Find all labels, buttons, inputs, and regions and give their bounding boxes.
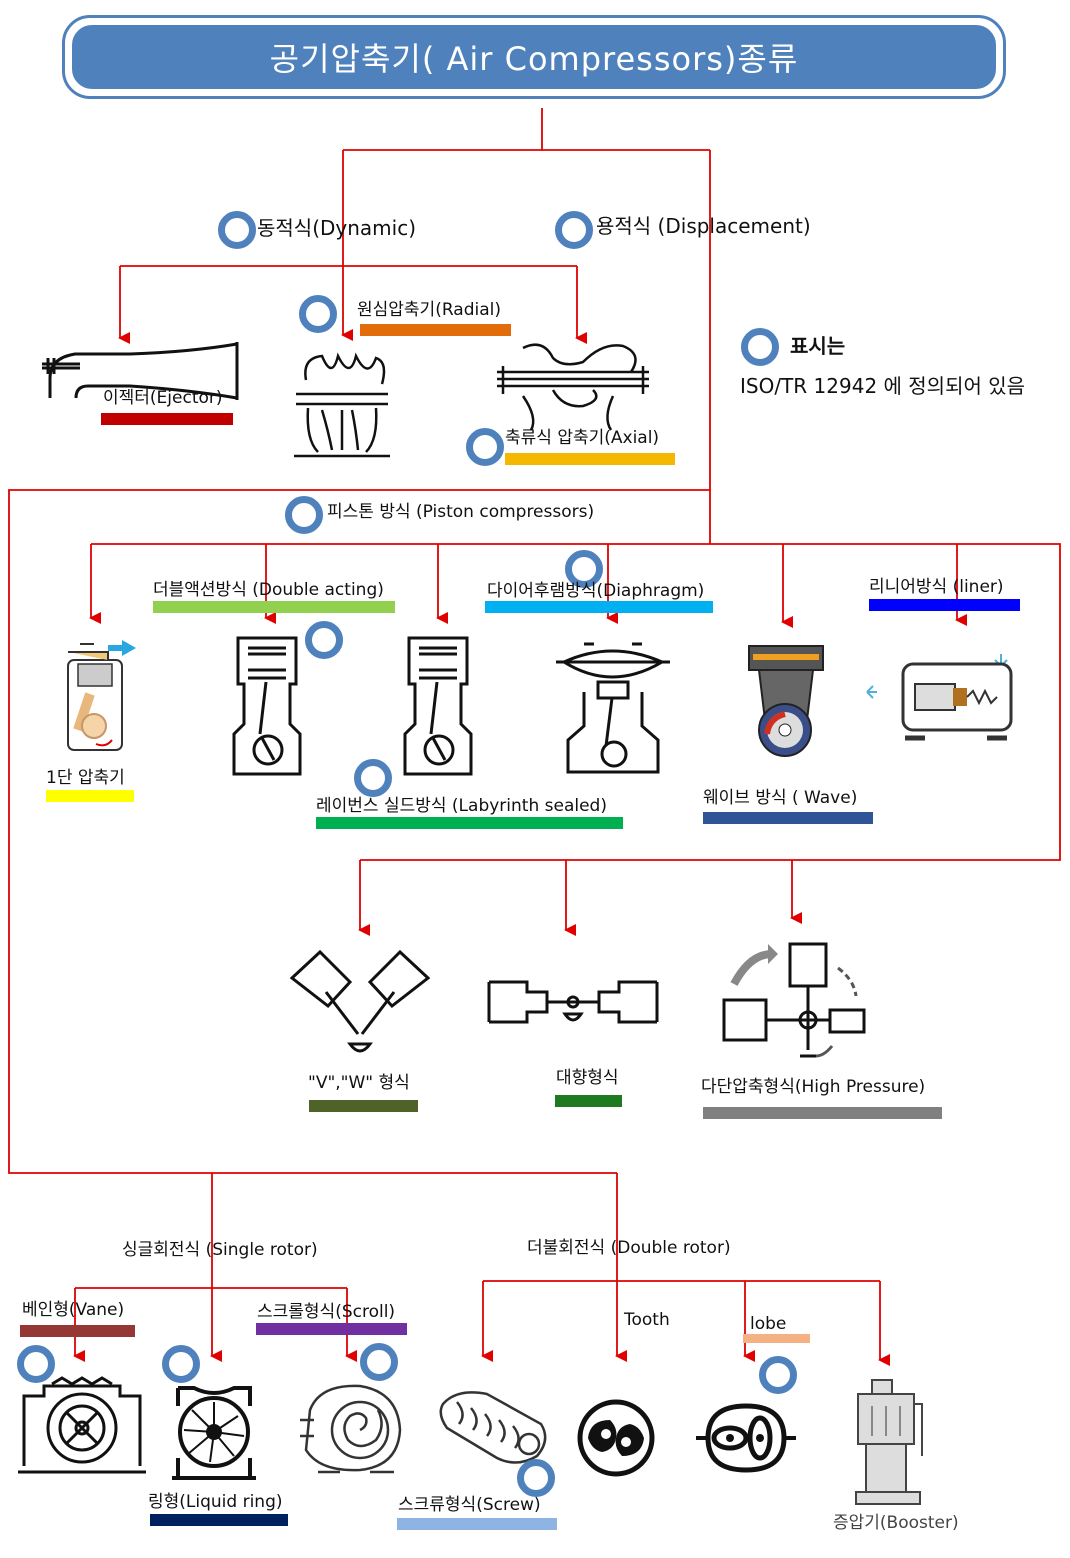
ejector-bar (101, 413, 233, 425)
scroll-label: 스크롤형식(Scroll) (257, 1302, 396, 1322)
title-banner: 공기압축기( Air Compressors)종류 (62, 15, 1006, 99)
iso-marker (17, 1345, 55, 1383)
double-acting-bar (153, 601, 395, 613)
iso-marker (218, 211, 256, 249)
lobe-bar (743, 1334, 810, 1343)
radial-label: 원심압축기(Radial) (357, 300, 501, 320)
ejector-label: 이젝터(Ejector) (103, 388, 223, 408)
ejector-illustration (42, 342, 239, 400)
iso-marker (162, 1345, 200, 1383)
iso-marker (517, 1459, 555, 1497)
vw-type-label: "V","W" 형식 (308, 1073, 410, 1093)
wave-bar (703, 812, 873, 824)
iso-marker (565, 550, 603, 588)
labyrinth-illustration (403, 636, 473, 776)
wave-compressor-illustration (748, 645, 824, 757)
opposed-type-bar (555, 1095, 622, 1107)
labyrinth-label: 레이번스 실드방식 (Labyrinth sealed) (316, 796, 607, 816)
iso-marker (360, 1343, 398, 1381)
single-stage-bar (46, 790, 134, 802)
diaphragm-illustration (556, 642, 670, 774)
liner-label: 리니어방식 (liner) (869, 577, 1004, 597)
radial-bar (360, 324, 511, 336)
lobe-label: lobe (750, 1314, 787, 1334)
iso-marker (555, 211, 593, 249)
legend-text: ISO/TR 12942 에 정의되어 있음 (740, 374, 1026, 398)
liquid-ring-label: 링형(Liquid ring) (148, 1492, 283, 1512)
linear-compressor-illustration (866, 654, 1013, 741)
lobe-rotor-illustration (696, 1403, 796, 1473)
liner-bar (869, 599, 1020, 611)
vw-type-illustration (289, 949, 431, 1053)
axial-label: 축류식 압축기(Axial) (505, 428, 660, 448)
iso-marker (759, 1356, 797, 1394)
diaphragm-bar (485, 601, 713, 613)
category-dynamic: 동적식(Dynamic) (257, 216, 417, 240)
iso-marker (466, 428, 504, 466)
diaphragm-label: 다이어후램방식(Diaphragm) (487, 581, 705, 601)
screw-compressor-illustration (439, 1391, 547, 1464)
tooth-rotor-illustration (577, 1399, 655, 1477)
vane-label: 베인형(Vane) (22, 1300, 125, 1320)
liquid-ring-illustration (172, 1386, 256, 1480)
booster-illustration (855, 1379, 923, 1505)
category-piston: 피스톤 방식 (Piston compressors) (327, 502, 595, 522)
single-stage-label: 1단 압축기 (46, 768, 125, 788)
high-pressure-illustration (722, 942, 866, 1058)
category-single-rotor: 싱글회전식 (Single rotor) (122, 1240, 318, 1260)
tooth-label: Tooth (624, 1310, 670, 1330)
high-pressure-bar (703, 1107, 942, 1119)
vane-compressor-illustration (18, 1376, 146, 1474)
axial-bar (505, 453, 675, 465)
radial-compressor-illustration (294, 352, 390, 458)
booster-label: 증압기(Booster) (833, 1513, 959, 1533)
iso-marker (354, 759, 392, 797)
scroll-bar (256, 1323, 407, 1335)
opposed-type-label: 대향형식 (556, 1068, 619, 1088)
screw-label: 스크류형식(Screw) (398, 1495, 541, 1515)
high-pressure-label: 다단압축형식(High Pressure) (701, 1077, 926, 1097)
labyrinth-bar (316, 817, 623, 829)
vane-bar (20, 1325, 135, 1337)
wave-label: 웨이브 방식 ( Wave) (703, 788, 858, 808)
screw-bar (397, 1518, 557, 1530)
category-displacement: 용적식 (Displacement) (596, 214, 811, 238)
opposed-type-illustration (487, 980, 659, 1024)
iso-marker (285, 496, 323, 534)
iso-marker (299, 295, 337, 333)
scroll-compressor-illustration (300, 1384, 402, 1474)
double-acting-label: 더블액션방식 (Double acting) (153, 580, 384, 600)
vw-type-bar (309, 1100, 418, 1112)
category-double-rotor: 더불회전식 (Double rotor) (527, 1238, 731, 1258)
double-acting-illustration (232, 636, 302, 776)
legend-marker (741, 328, 779, 366)
legend-title: 표시는 (790, 334, 846, 358)
iso-marker (305, 621, 343, 659)
page-title: 공기압축기( Air Compressors)종류 (70, 23, 998, 91)
axial-compressor-illustration (497, 343, 649, 431)
single-stage-compressor-illustration (67, 640, 136, 751)
liquid-ring-bar (150, 1514, 288, 1526)
